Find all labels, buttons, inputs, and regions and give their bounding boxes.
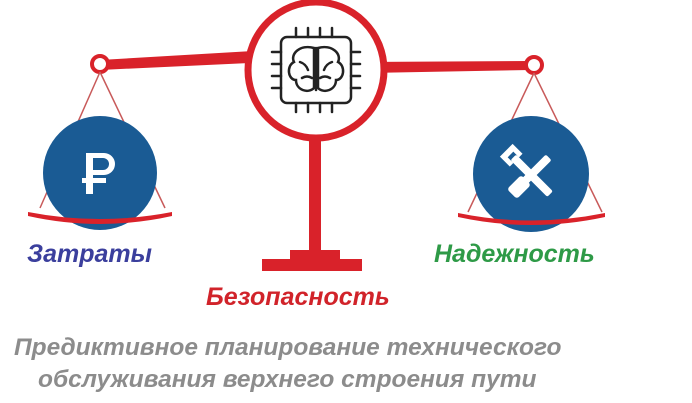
caption: Предиктивное планирование технического о… (14, 332, 684, 396)
wrench-screwdriver-icon (499, 143, 553, 198)
center-hub (244, 0, 388, 142)
right-pan (458, 116, 605, 232)
reliability-label: Надежность (434, 240, 595, 268)
scale-stand (262, 138, 362, 271)
cost-label: Затраты (27, 240, 152, 268)
brain-chip-icon (270, 26, 362, 114)
caption-line-1: Предиктивное планирование технического (14, 334, 562, 361)
ruble-sign-icon (82, 153, 115, 194)
left-pan (28, 116, 172, 230)
safety-label: Безопасность (206, 283, 390, 311)
caption-line-2: обслуживания верхнего строения пути (38, 366, 537, 393)
